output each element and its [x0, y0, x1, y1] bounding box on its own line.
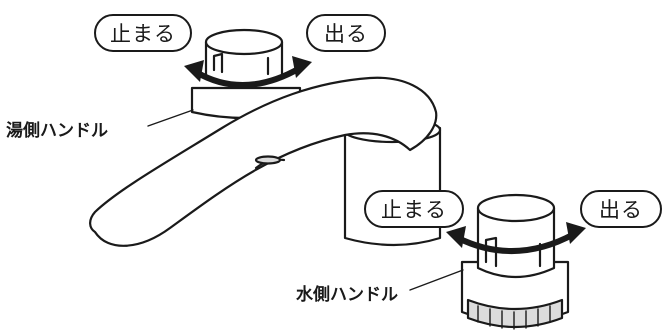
hot-stop-label: 止まる	[94, 14, 192, 52]
hot-arrow-head-left	[184, 60, 204, 82]
cold-stop-label: 止まる	[364, 190, 464, 228]
hot-flow-label: 出る	[306, 14, 386, 52]
cold-label-leader	[409, 269, 464, 291]
hot-handle-label: 湯側ハンドル	[6, 121, 108, 141]
cold-handle-knurl-lines	[477, 305, 551, 330]
cold-handle-label: 水側ハンドル	[296, 285, 398, 305]
hot-handle-knob-top	[204, 28, 284, 56]
hot-handle-grip	[212, 52, 224, 74]
cold-rotate-arrow	[455, 231, 577, 254]
cold-handle-knob-top	[476, 193, 556, 223]
cold-flow-label: 出る	[580, 190, 662, 228]
cold-arrow-head-left	[446, 226, 466, 248]
hot-label-leader	[147, 109, 194, 127]
hot-arrow-head-right	[292, 56, 312, 78]
hot-rotate-arrow	[193, 65, 303, 89]
cold-arrow-head-right	[566, 222, 586, 244]
spout-outlet	[254, 155, 282, 165]
